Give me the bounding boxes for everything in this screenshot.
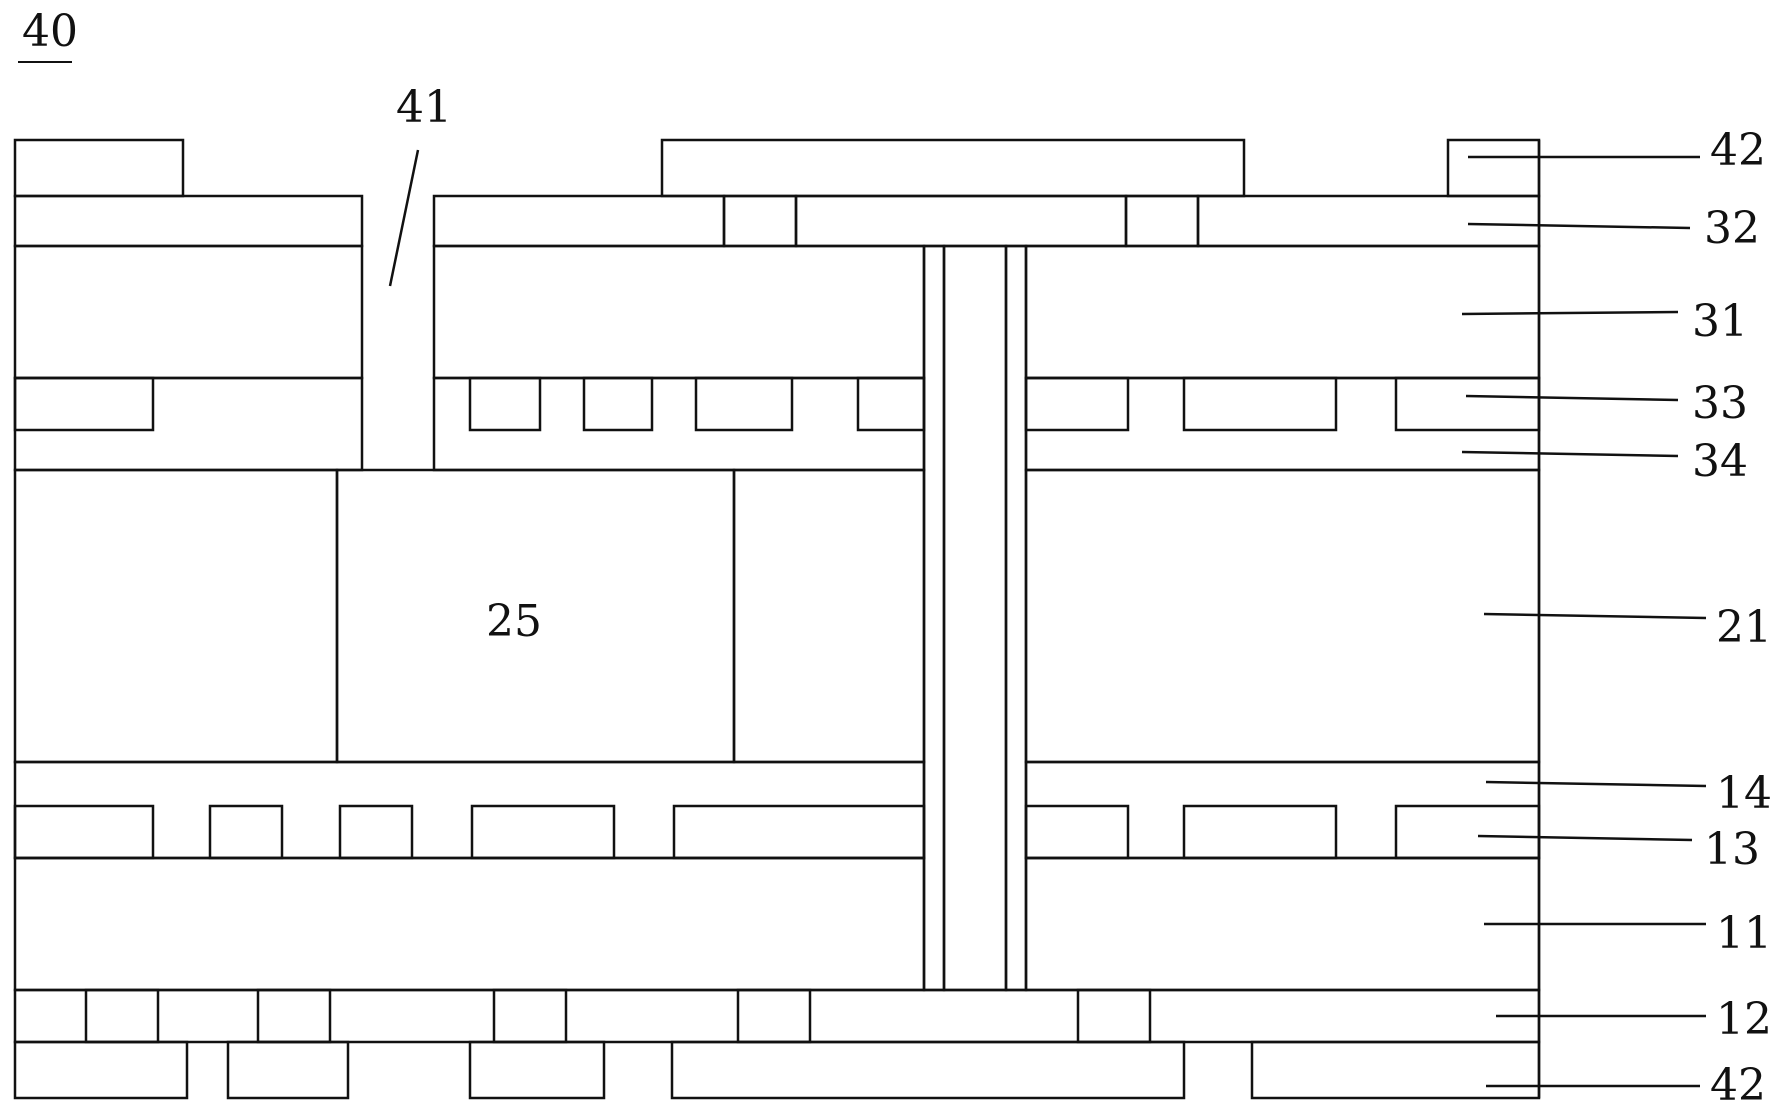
bottom-core-layer	[13, 856, 1541, 992]
top-core-layer	[13, 244, 1541, 380]
bottom-bond-layer	[13, 760, 1541, 860]
leader-33	[1465, 394, 1679, 402]
cavity-label: 25	[486, 596, 542, 647]
leader-lines	[388, 149, 1707, 1088]
label-32: 32	[1704, 203, 1760, 254]
label-31: 31	[1692, 296, 1748, 347]
leader-32	[1467, 222, 1691, 230]
label-11: 11	[1716, 908, 1772, 959]
figure-number: 40	[22, 6, 78, 57]
leader-41	[388, 149, 420, 287]
label-42-top: 42	[1710, 125, 1766, 176]
label-21: 21	[1716, 602, 1772, 653]
reference-labels: 41 42 32 31 33 34 21 14 13 11 12 42	[396, 82, 1772, 1111]
top-inner-copper-pads	[13, 376, 1541, 432]
bottom-inner-copper-pads	[13, 804, 1541, 860]
label-41: 41	[396, 82, 452, 133]
leader-34	[1461, 450, 1679, 458]
bottom-solder-mask-fingers	[84, 988, 1152, 1044]
label-42-bottom: 42	[1710, 1060, 1766, 1111]
label-12: 12	[1716, 994, 1772, 1045]
leader-13	[1477, 834, 1693, 842]
leader-31	[1461, 310, 1679, 316]
top-copper-layer	[13, 194, 1541, 248]
plated-via	[922, 244, 1028, 992]
label-33: 33	[1692, 378, 1748, 429]
leader-21	[1483, 612, 1707, 620]
middle-core-layer	[13, 468, 1541, 764]
top-solder-mask	[13, 138, 1541, 248]
top-bond-layer	[13, 376, 1541, 472]
label-34: 34	[1692, 436, 1748, 487]
label-13: 13	[1704, 824, 1760, 875]
label-14: 14	[1716, 768, 1772, 819]
leader-14	[1485, 780, 1707, 788]
bottom-solder-mask	[13, 1040, 1541, 1100]
bottom-copper-layer	[13, 988, 1541, 1044]
